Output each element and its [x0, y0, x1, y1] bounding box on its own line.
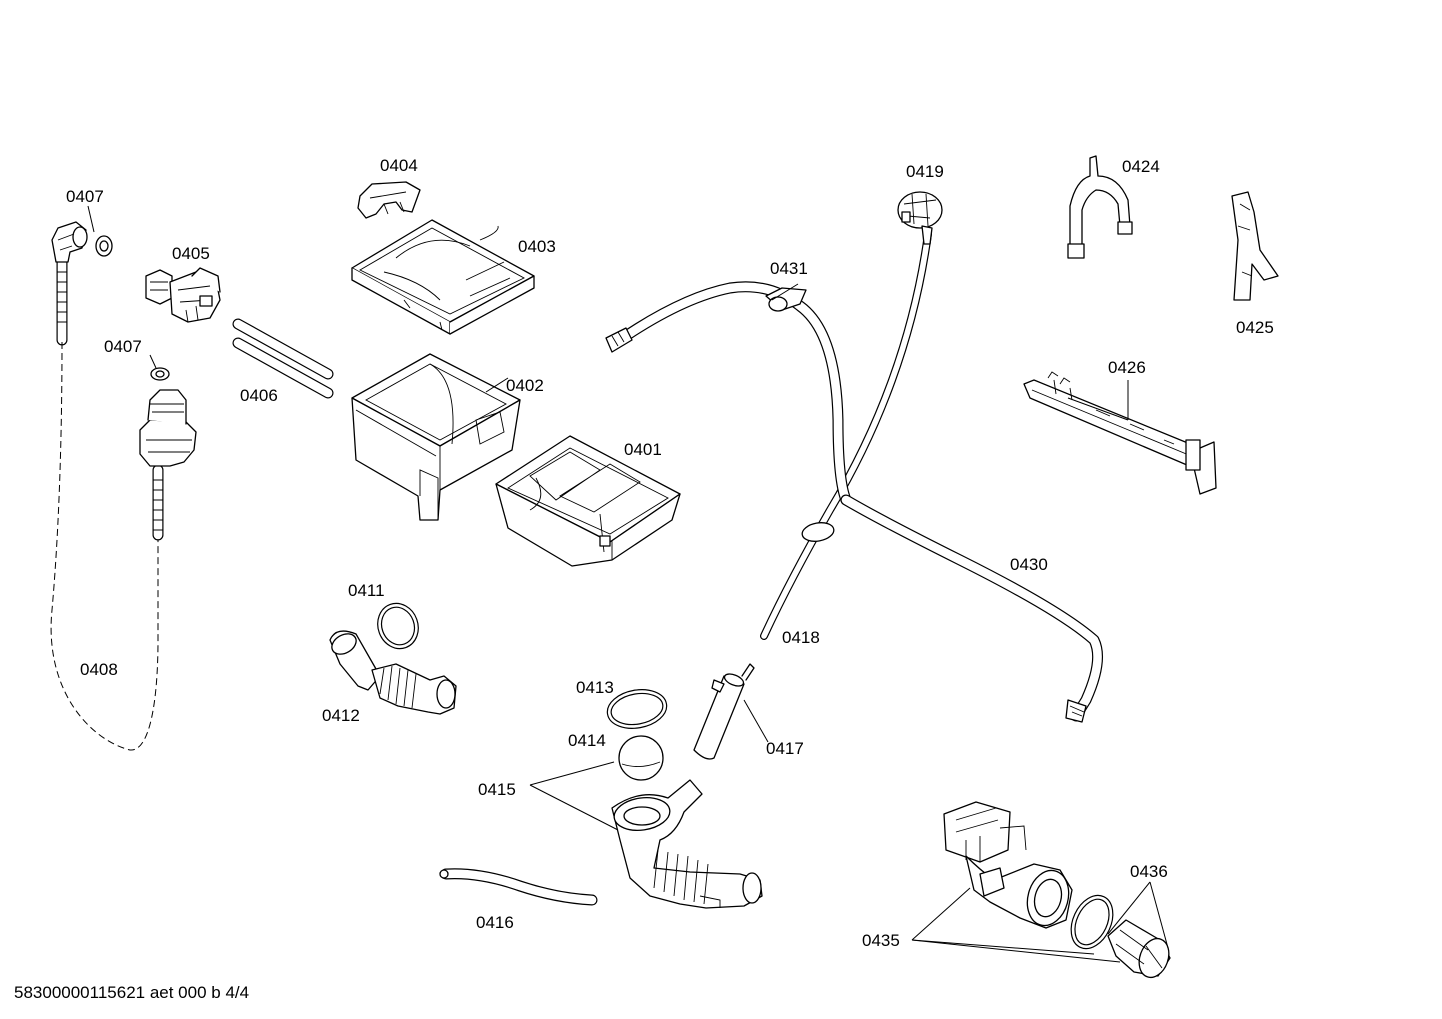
part-0414-ball: [618, 735, 664, 781]
label-0412: 0412: [322, 706, 360, 725]
label-0403: 0403: [518, 237, 556, 256]
part-0403-cover: [351, 219, 535, 335]
label-0405: 0405: [172, 244, 210, 263]
label-0424: 0424: [1122, 157, 1160, 176]
part-0407-nut-top: [95, 235, 113, 257]
part-0408-dashed-hose: [50, 341, 159, 751]
part-0411-ring: [377, 602, 419, 650]
label-0426: 0426: [1108, 358, 1146, 377]
label-0402: 0402: [506, 376, 544, 395]
label-0416: 0416: [476, 913, 514, 932]
label-0435: 0435: [862, 931, 900, 950]
part-0436-filter: [1107, 919, 1171, 979]
part-0419-pressure-switch: [897, 191, 943, 245]
part-0430-hose: [840, 494, 1104, 723]
label-0418: 0418: [782, 628, 820, 647]
part-0407-valve-lower: [139, 367, 197, 541]
label-0425: 0425: [1236, 318, 1274, 337]
label-0415: 0415: [478, 780, 516, 799]
part-0424-hanger: [1067, 155, 1133, 259]
part-0402-dispenser-housing: [351, 353, 521, 521]
label-0406: 0406: [240, 386, 278, 405]
part-0405-solenoid-valve: [145, 267, 221, 323]
label-0404: 0404: [380, 156, 418, 175]
label-0430: 0430: [1010, 555, 1048, 574]
part-0431-hose: [605, 281, 852, 506]
label-0411: 0411: [348, 581, 385, 600]
label-0407-lower: 0407: [104, 337, 142, 356]
label-0407-top: 0407: [66, 187, 104, 206]
leader-lines: [87, 205, 1169, 963]
label-0414: 0414: [568, 731, 606, 750]
part-0407-elbow-top: [51, 221, 88, 346]
part-0413-ring: [606, 689, 668, 729]
part-0401-drawer: [495, 435, 681, 567]
label-0401: 0401: [624, 440, 662, 459]
part-0412-bellow-hose: [329, 630, 457, 715]
label-0417: 0417: [766, 739, 804, 758]
part-0436-seal-ring: [1070, 894, 1114, 950]
part-0404-clip: [357, 181, 421, 219]
label-0431: 0431: [770, 259, 808, 278]
part-0435-drain-pump: [943, 801, 1073, 929]
part-0425-bracket: [1231, 191, 1279, 301]
drawing-reference-footer: 58300000115621 aet 000 b 4/4: [14, 983, 249, 1002]
part-0426-rail: [1023, 371, 1217, 495]
label-0408: 0408: [80, 660, 118, 679]
part-0415-sump-hose: [611, 779, 763, 909]
label-0413: 0413: [576, 678, 614, 697]
part-0417-pressure-chamber: [693, 663, 755, 760]
label-0419: 0419: [906, 162, 944, 181]
callout-labels: 0407 0405 0407 0406 0404 0403 0402 0401 …: [66, 156, 1274, 950]
part-0416-small-hose: [439, 868, 598, 906]
part-0406-rods: [232, 318, 334, 399]
label-0436: 0436: [1130, 862, 1168, 881]
